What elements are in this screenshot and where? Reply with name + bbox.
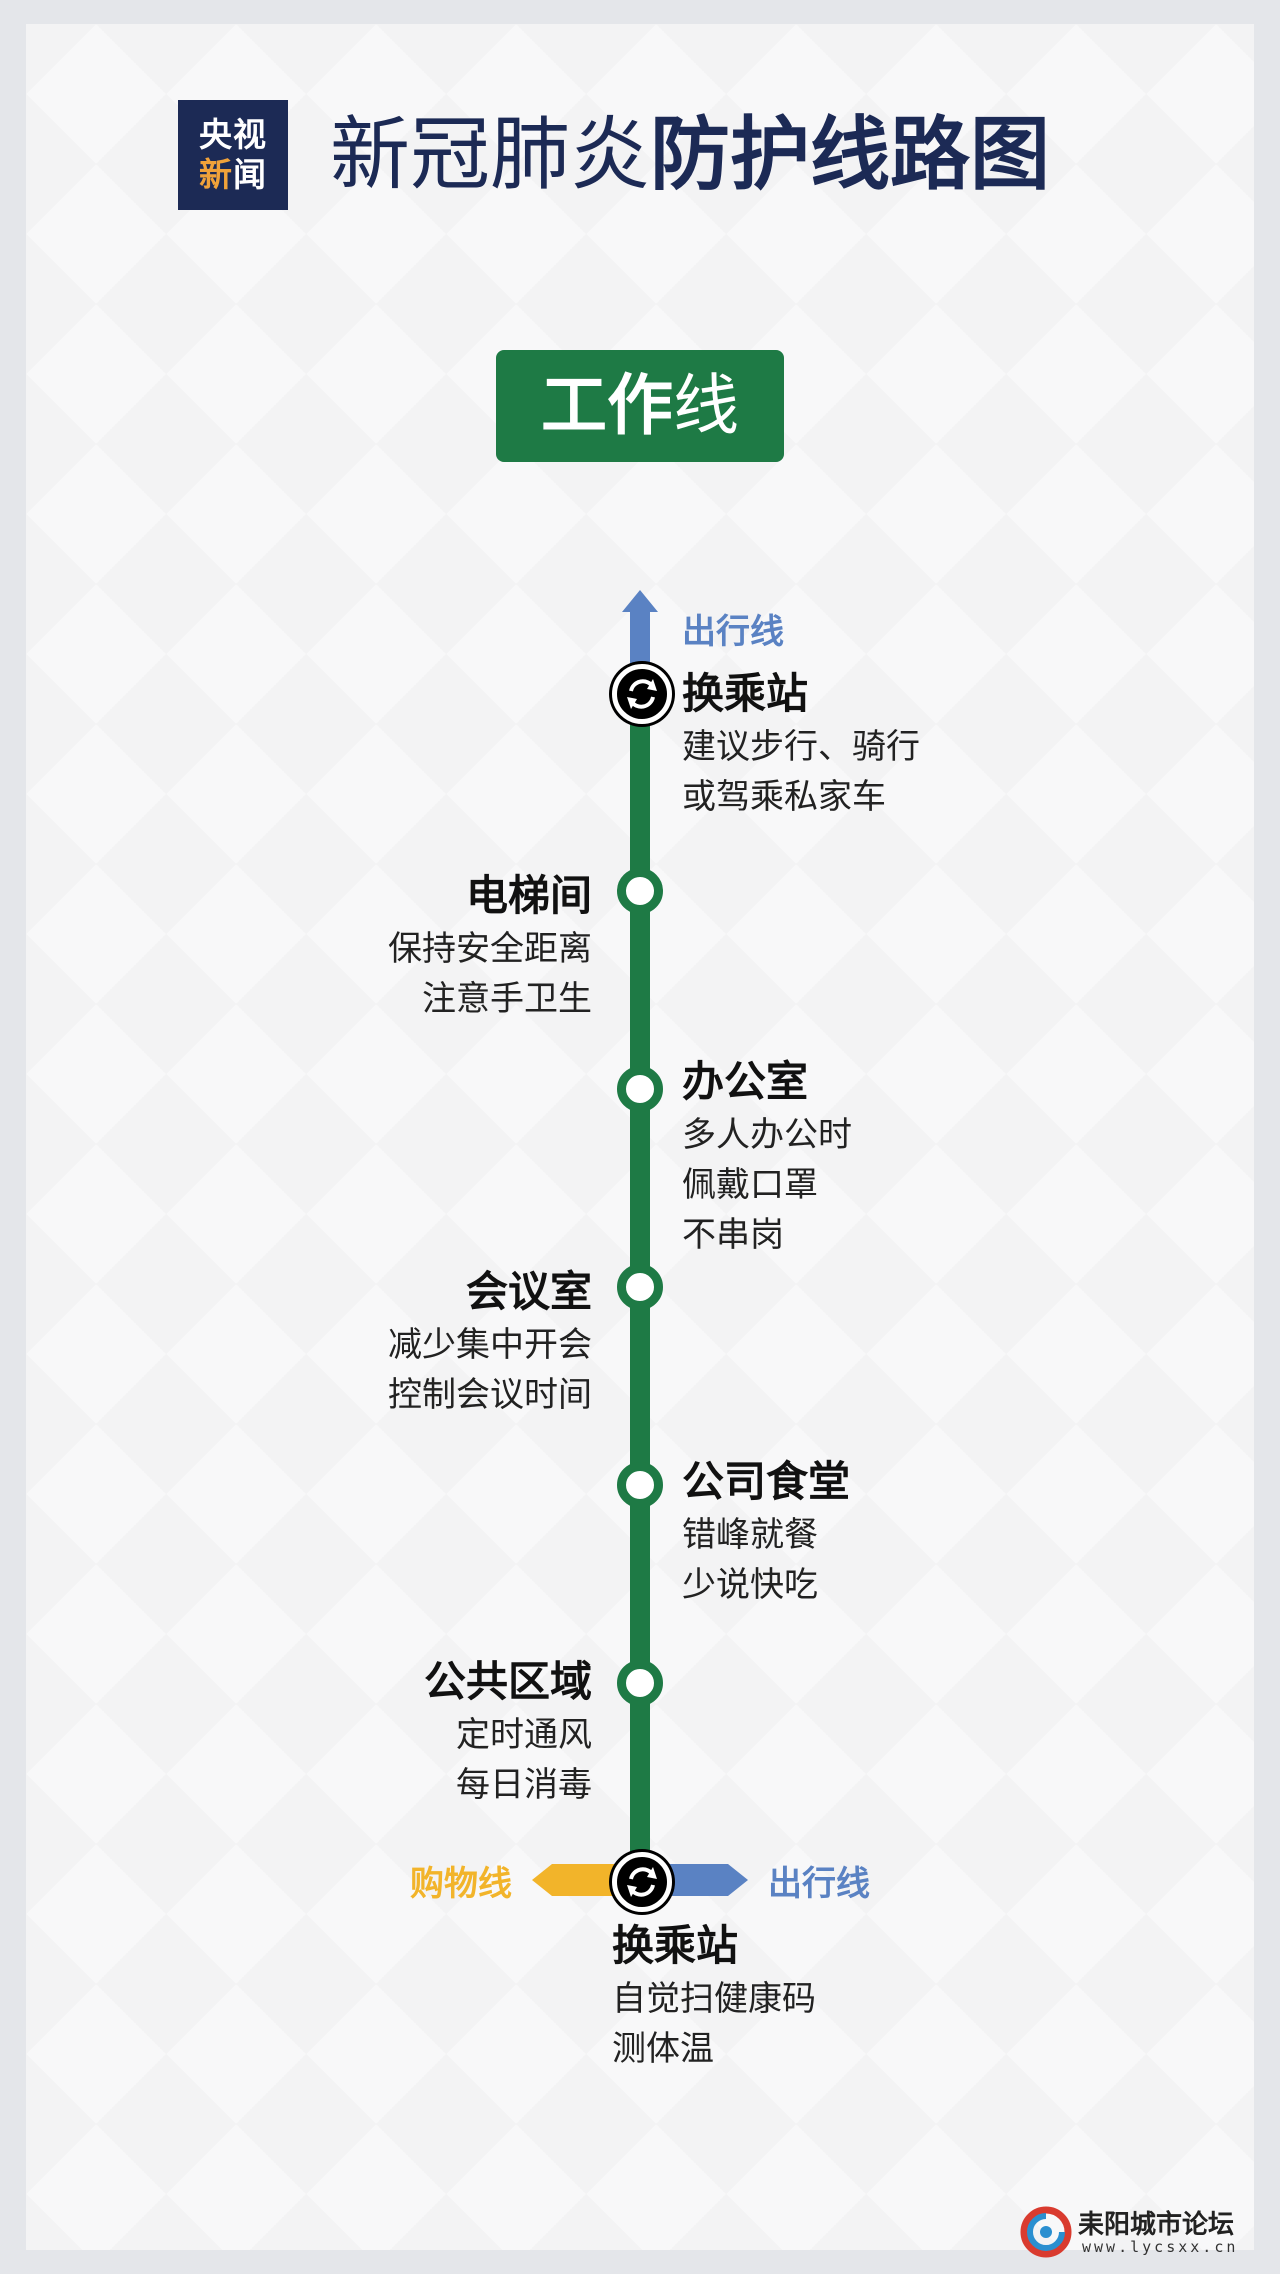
station-desc-line: 每日消毒 <box>456 1765 592 1805</box>
station-desc-line: 建议步行、骑行 <box>682 727 920 767</box>
station-desc-line: 定时通风 <box>456 1715 592 1755</box>
top-connection-label: 出行线 <box>682 612 784 652</box>
station-name: 换乘站 <box>682 669 809 718</box>
station-dot <box>617 1462 663 1508</box>
transfer-station-icon <box>612 664 672 724</box>
transfer-station-icon <box>612 1852 672 1912</box>
station-desc-line: 多人办公时 <box>682 1115 852 1155</box>
logo-char-wen: 闻 <box>233 155 267 194</box>
station-desc: 错峰就餐 少说快吃 <box>682 1510 818 1610</box>
station-desc-line: 或驾乘私家车 <box>682 777 886 817</box>
station-name: 公共区域 <box>423 1657 592 1706</box>
station-dot <box>617 1066 663 1112</box>
station-desc: 定时通风 每日消毒 <box>456 1710 592 1810</box>
work-line-badge: 工作线 <box>496 350 784 462</box>
forum-watermark: 耒阳城市论坛 www.lycsxx.cn <box>1020 2202 1260 2262</box>
station-desc-line: 错峰就餐 <box>682 1515 818 1555</box>
station-desc-line: 自觉扫健康码 <box>612 1979 816 2019</box>
top-travel-arrow <box>622 590 658 666</box>
logo-char-xin: 新 <box>199 155 233 194</box>
station-name: 电梯间 <box>465 871 592 920</box>
shopping-line-arrow <box>532 1864 620 1896</box>
station-desc: 多人办公时 佩戴口罩 不串岗 <box>682 1110 852 1260</box>
cctv-news-logo: 央视 新闻 <box>178 100 288 210</box>
station-name: 会议室 <box>465 1267 592 1316</box>
station-name: 公司食堂 <box>682 1457 851 1506</box>
forum-logo-icon <box>1020 2206 1072 2258</box>
station-desc: 自觉扫健康码 测体温 <box>612 1974 816 2074</box>
badge-bold: 工作 <box>541 367 673 444</box>
station-desc-line: 少说快吃 <box>682 1565 818 1605</box>
page-title: 新冠肺炎防护线路图 <box>330 105 1050 205</box>
station-name: 办公室 <box>682 1057 809 1106</box>
station-dot <box>617 1264 663 1310</box>
station-desc-line: 佩戴口罩 <box>682 1165 818 1205</box>
logo-line-2: 新闻 <box>199 155 267 195</box>
bottom-right-connection-label: 出行线 <box>768 1864 870 1904</box>
station-desc-line: 保持安全距离 <box>388 929 592 969</box>
station-desc: 保持安全距离 注意手卫生 <box>388 924 592 1024</box>
station-desc: 减少集中开会 控制会议时间 <box>388 1320 592 1420</box>
bottom-travel-arrow <box>660 1864 748 1896</box>
station-desc-line: 减少集中开会 <box>388 1325 592 1365</box>
station-desc-line: 不串岗 <box>682 1215 784 1255</box>
bottom-left-connection-label: 购物线 <box>410 1864 512 1904</box>
title-bold: 防护线路图 <box>650 108 1050 201</box>
station-desc-line: 测体温 <box>612 2029 714 2069</box>
forum-url: www.lycsxx.cn <box>1082 2238 1239 2256</box>
station-dot <box>617 1660 663 1706</box>
title-regular: 新冠肺炎 <box>330 108 650 201</box>
badge-normal: 线 <box>673 367 739 444</box>
logo-line-1: 央视 <box>199 115 267 154</box>
station-dot <box>617 868 663 914</box>
station-desc-line: 注意手卫生 <box>422 979 592 1019</box>
forum-name: 耒阳城市论坛 <box>1078 2210 1235 2240</box>
station-name: 换乘站 <box>612 1921 739 1970</box>
station-desc: 建议步行、骑行 或驾乘私家车 <box>682 722 920 822</box>
station-desc-line: 控制会议时间 <box>388 1375 592 1415</box>
